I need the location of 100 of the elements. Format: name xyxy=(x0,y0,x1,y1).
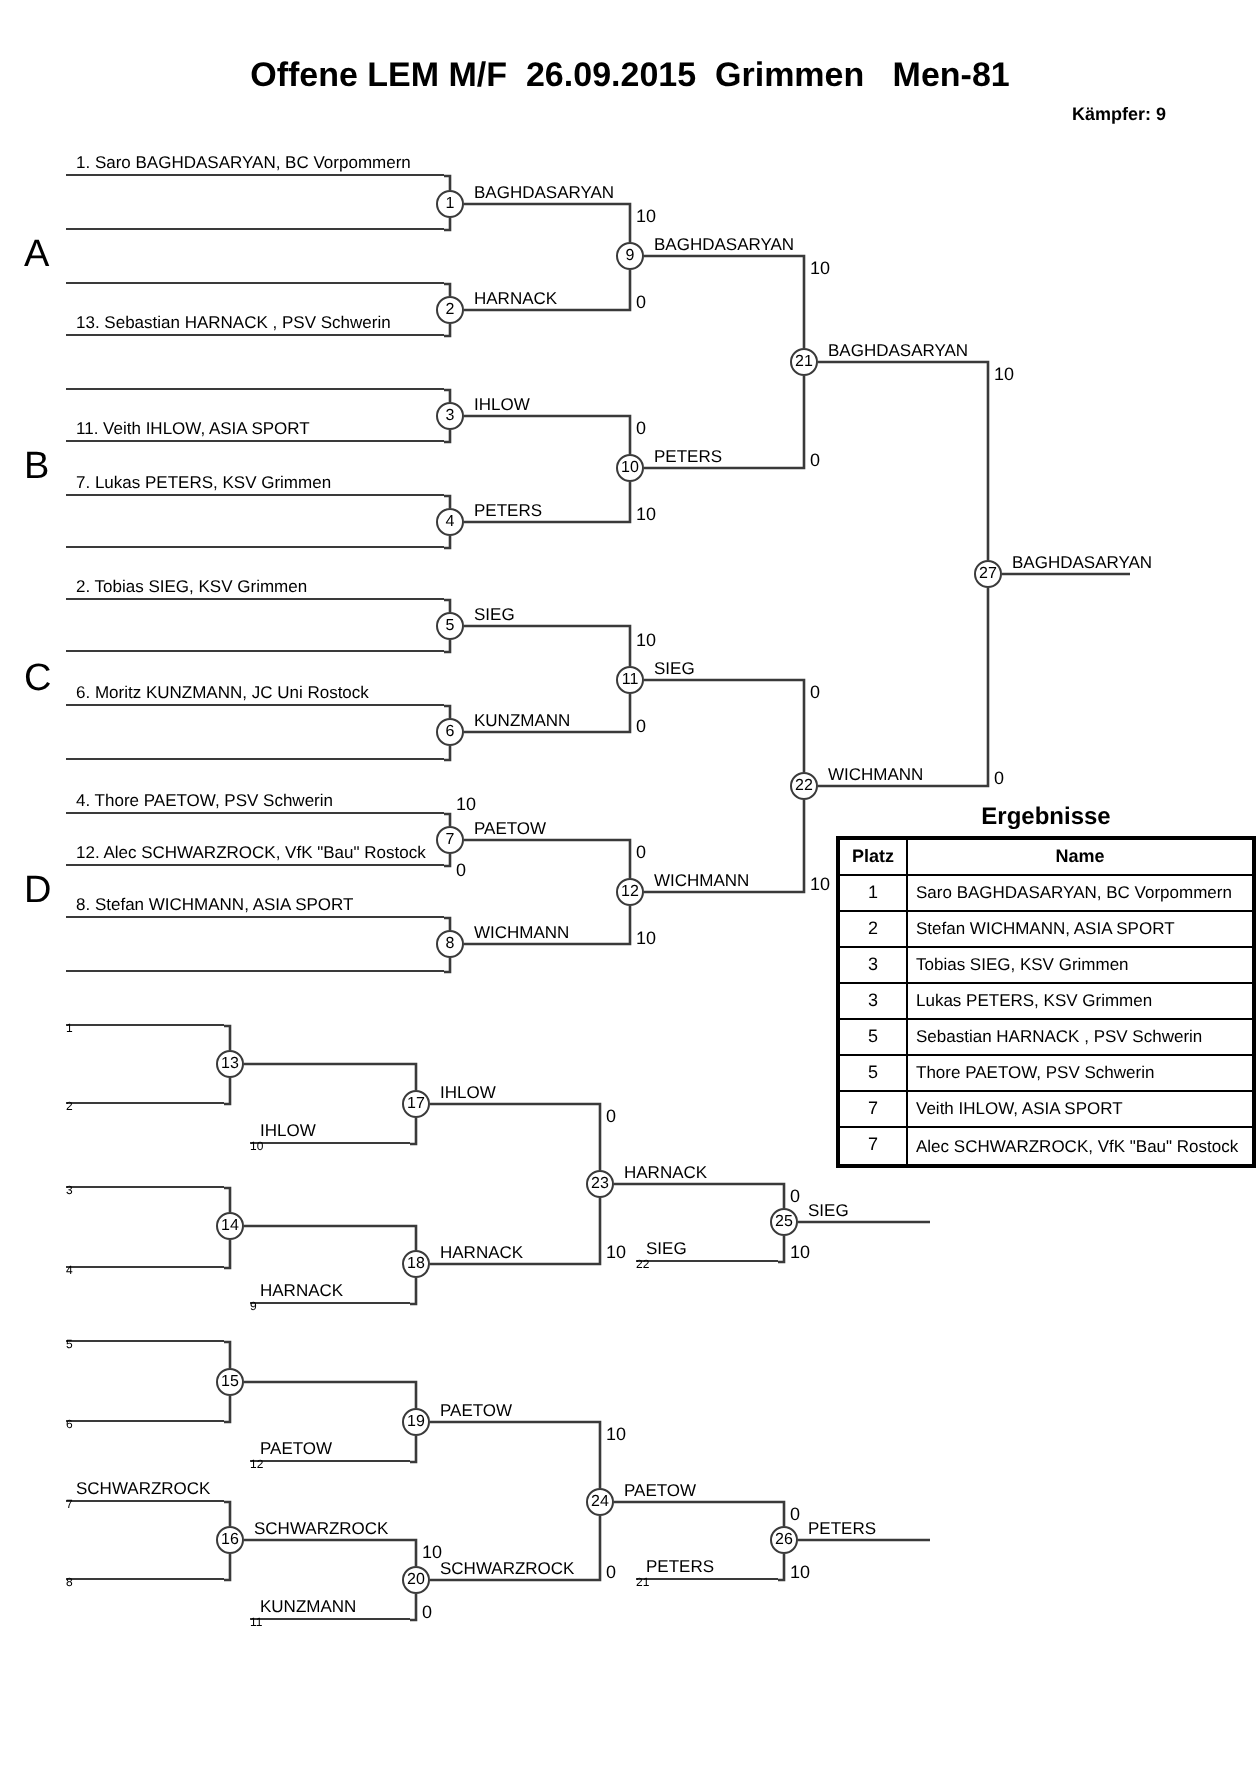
bracket-line xyxy=(798,1220,930,1224)
entry-line xyxy=(66,152,444,176)
rank-cell: 1 xyxy=(840,876,908,912)
bracket-line xyxy=(244,1380,418,1408)
rank-cell: 7 xyxy=(840,1092,908,1128)
pool-letter: A xyxy=(24,236,50,276)
rank-cell: 3 xyxy=(840,948,908,984)
entry-line xyxy=(66,312,444,336)
score: 0 xyxy=(606,1106,617,1126)
entry-line xyxy=(66,842,444,866)
score: 10 xyxy=(636,928,657,948)
winner-name: PAETOW xyxy=(440,1400,513,1420)
name-cell: Thore PAETOW, PSV Schwerin xyxy=(908,1056,1252,1092)
player-name: 2. Tobias SIEG, KSV Grimmen xyxy=(76,576,308,596)
winner-name: PETERS xyxy=(654,446,723,466)
winner-name: PAETOW xyxy=(474,818,547,838)
score: 0 xyxy=(790,1186,801,1206)
score: 0 xyxy=(456,860,467,880)
entry-line xyxy=(66,1260,224,1268)
bracket-line xyxy=(224,1554,232,1582)
score: 10 xyxy=(790,1562,811,1582)
player-name: 11. Veith IHLOW, ASIA SPORT xyxy=(76,418,310,438)
bracket-line xyxy=(410,1118,418,1146)
winner-name: BAGHDASARYAN xyxy=(654,234,795,254)
entry-line xyxy=(636,1556,778,1580)
entry-line xyxy=(66,540,444,548)
score: 0 xyxy=(636,716,647,736)
entry-line xyxy=(250,1438,410,1462)
score: 10 xyxy=(606,1424,627,1444)
entry-line xyxy=(66,1478,224,1502)
entry-line xyxy=(66,576,444,600)
player-name: SCHWARZROCK xyxy=(76,1478,211,1498)
bracket-line xyxy=(464,694,632,734)
rank-cell: 5 xyxy=(840,1020,908,1056)
score: 0 xyxy=(422,1602,433,1622)
bracket-line xyxy=(614,1500,786,1526)
score: 10 xyxy=(636,630,657,650)
bracket-line xyxy=(778,1554,786,1582)
name-cell: Sebastian HARNACK , PSV Schwerin xyxy=(908,1020,1252,1056)
bracket-line xyxy=(244,1538,418,1566)
player-name: SIEG xyxy=(646,1238,687,1258)
bracket-line xyxy=(798,1538,930,1542)
score: 0 xyxy=(636,842,647,862)
winner-name: WICHMANN xyxy=(654,870,750,890)
winner-name: PAETOW xyxy=(624,1480,697,1500)
winner-name: BAGHDASARYAN xyxy=(474,182,615,202)
score: 0 xyxy=(606,1562,617,1582)
score: 0 xyxy=(790,1504,801,1524)
bracket-line xyxy=(464,906,632,946)
winner-name: SIEG xyxy=(808,1200,849,1220)
entry-line xyxy=(250,1120,410,1144)
player-name: 12. Alec SCHWARZROCK, VfK "Bau" Rostock xyxy=(76,842,426,862)
bracket-line xyxy=(644,678,806,772)
table-title: Ergebnisse xyxy=(979,802,1113,830)
winner-name: PETERS xyxy=(474,500,543,520)
player-name: 7. Lukas PETERS, KSV Grimmen xyxy=(76,472,332,492)
winner-name: KUNZMANN xyxy=(474,710,571,730)
bracket-line xyxy=(224,1024,232,1050)
bracket-line xyxy=(430,1198,602,1266)
player-name: 6. Moritz KUNZMANN, JC Uni Rostock xyxy=(76,682,369,702)
header-cell: Name xyxy=(908,840,1252,876)
bracket-line xyxy=(430,1516,602,1582)
bracket-line xyxy=(464,482,632,524)
player-name: 8. Stefan WICHMANN, ASIA SPORT xyxy=(76,894,354,914)
name-cell: Lukas PETERS, KSV Grimmen xyxy=(908,984,1252,1020)
score: 10 xyxy=(456,794,477,814)
name-cell-text: Alec SCHWARZROCK, VfK "Bau" Rostock xyxy=(914,1133,1241,1160)
score: 0 xyxy=(636,292,647,312)
bracket-line xyxy=(644,800,806,894)
pool-letter: C xyxy=(24,660,52,700)
entry-line xyxy=(66,644,444,652)
bracket-line xyxy=(244,1062,418,1090)
bracket-line xyxy=(464,270,632,312)
player-name: KUNZMANN xyxy=(260,1596,357,1616)
winner-name: PETERS xyxy=(808,1518,877,1538)
winner-name: HARNACK xyxy=(440,1242,524,1262)
entry-line xyxy=(250,1280,410,1304)
score: 10 xyxy=(636,206,657,226)
entry-line xyxy=(66,1096,224,1104)
bracket-line xyxy=(224,1500,232,1526)
entry-line xyxy=(66,894,444,918)
name-cell: Tobias SIEG, KSV Grimmen xyxy=(908,948,1252,984)
fighter-count: Kämpfer: 9 xyxy=(1072,104,1167,124)
entry-line xyxy=(66,382,444,390)
name-cell: Stefan WICHMANN, ASIA SPORT xyxy=(908,912,1252,948)
winner-name: SCHWARZROCK xyxy=(440,1558,575,1578)
bracket-line xyxy=(444,958,452,974)
entry-line xyxy=(66,276,444,284)
bracket-line xyxy=(644,254,806,348)
bracket-line xyxy=(430,1420,602,1488)
entry-line xyxy=(636,1238,778,1262)
bracket-line xyxy=(224,1240,232,1270)
bracket-line xyxy=(224,1186,232,1212)
score: 10 xyxy=(810,258,831,278)
bracket-line xyxy=(1002,572,1130,576)
bracket-line xyxy=(224,1340,232,1368)
player-name: 13. Sebastian HARNACK , PSV Schwerin xyxy=(76,312,391,332)
player-name: HARNACK xyxy=(260,1280,344,1300)
entry-line xyxy=(66,790,444,814)
score: 10 xyxy=(606,1242,627,1262)
